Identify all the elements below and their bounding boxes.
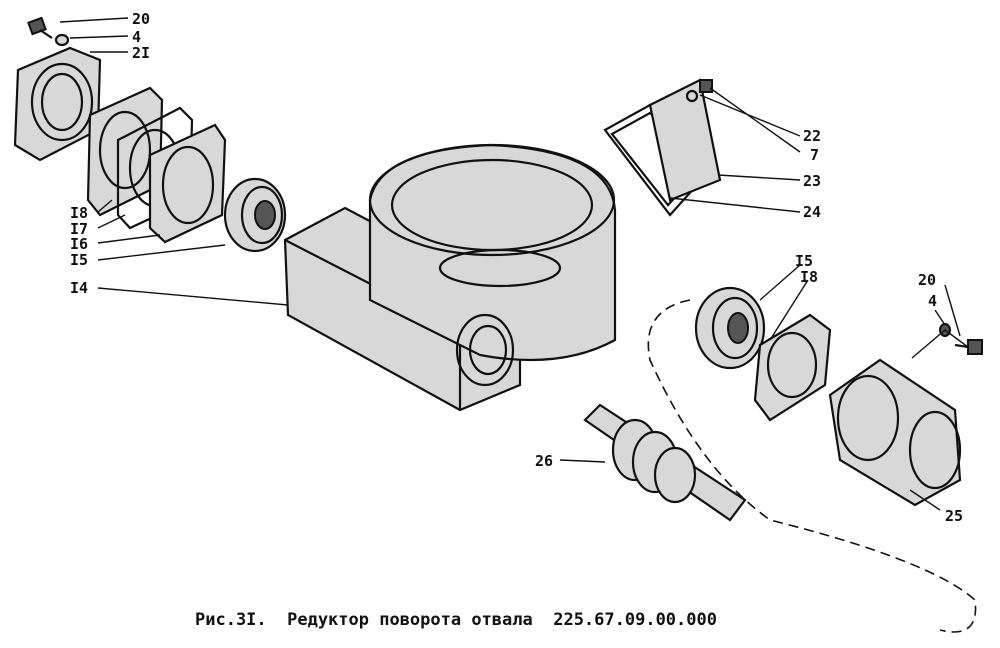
worm-shaft-26 [583, 403, 747, 522]
bolt-20-right [967, 339, 983, 355]
label-20-right: 20 [918, 271, 936, 289]
label-15-left: I5 [70, 251, 88, 269]
label-21: 2I [132, 44, 150, 62]
assembly-path-line [647, 299, 977, 633]
bolt-22 [699, 79, 713, 93]
label-24: 24 [803, 203, 821, 221]
label-4-right: 4 [928, 292, 937, 310]
label-14: I4 [70, 279, 88, 297]
label-4-top-left: 4 [132, 28, 141, 46]
washer-7 [685, 89, 699, 103]
gasket-18-right [753, 313, 832, 422]
label-23: 23 [803, 172, 821, 190]
leader-lines [59, 17, 969, 511]
label-16: I6 [70, 235, 88, 253]
label-18-left: I8 [70, 204, 88, 222]
label-17: I7 [70, 220, 88, 238]
bolt-20-left [27, 16, 70, 47]
label-7: 7 [810, 146, 819, 164]
cover-25 [828, 358, 962, 507]
label-20-top-left: 20 [132, 10, 150, 28]
bearing-15-right [694, 286, 766, 370]
label-18-right: I8 [800, 268, 818, 286]
figure-caption: Рис.3I. Редуктор поворота отвала 225.67.… [195, 610, 717, 630]
cover-21 [13, 46, 102, 162]
label-15-right: I5 [795, 252, 813, 270]
housing-14 [283, 143, 617, 412]
label-25: 25 [945, 507, 963, 525]
cover-23 [648, 78, 722, 202]
label-26: 26 [535, 452, 553, 470]
label-22: 22 [803, 127, 821, 145]
bearing-15-left [223, 177, 287, 253]
